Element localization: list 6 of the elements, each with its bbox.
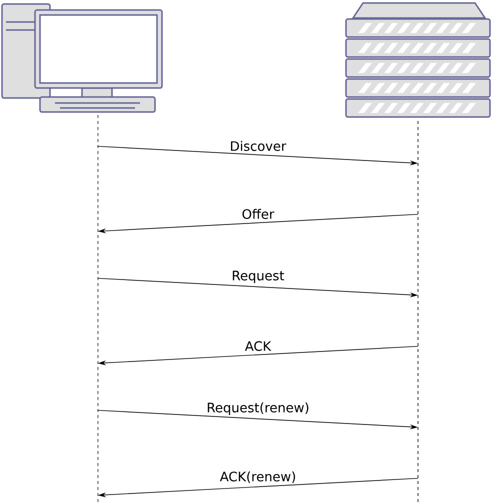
edge-label: ACK(renew) [220, 471, 296, 483]
edge-label: Offer [242, 208, 274, 219]
edge-label: Request [232, 270, 284, 283]
edge-label: Request(renew) [208, 402, 308, 415]
edge-label: Discover [231, 140, 286, 151]
edge-label: ACK [244, 341, 272, 351]
